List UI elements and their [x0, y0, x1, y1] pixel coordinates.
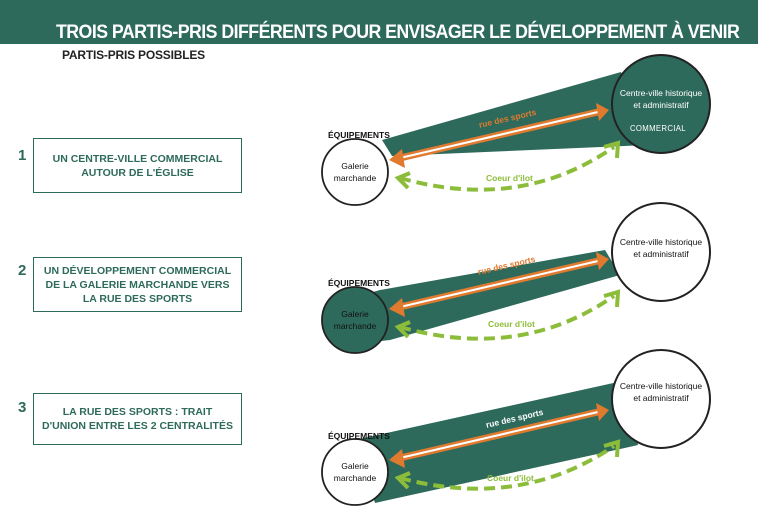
page-title: TROIS PARTIS-PRIS DIFFÉRENTS POUR ENVISA… — [56, 21, 740, 43]
diagram-1-centre-label: Centre-ville historique et administratif — [607, 87, 715, 111]
option-2-number: 2 — [18, 262, 27, 279]
diagram-2-green-arrow — [394, 289, 621, 341]
diagram-1-funnel — [382, 72, 648, 156]
header-bar — [0, 0, 758, 44]
option-3-box: LA RUE DES SPORTS : TRAIT D'UNION ENTRE … — [33, 393, 242, 445]
diagram-3-centre-line-2: et administratif — [633, 393, 689, 403]
diagram-3-equipements-label: ÉQUIPEMENTS — [328, 431, 390, 441]
diagram-3-centre-node — [611, 349, 711, 449]
diagram-1-commercial-label: COMMERCIAL — [630, 124, 686, 133]
diagram-1-centre-line-1: Centre-ville historique — [619, 88, 703, 98]
diagram-1-galerie-line-2: marchande — [333, 173, 377, 183]
diagram-3-green-arrow — [394, 439, 621, 491]
diagram-2-centre-node — [611, 202, 711, 302]
diagram-1-centre-line-2: et administratif — [633, 100, 689, 110]
diagram-2-galerie-node — [321, 286, 389, 354]
diagram-3-centre-line-1: Centre-ville historique — [619, 381, 703, 391]
diagram-3-galerie-label: Galerie marchande — [322, 460, 388, 484]
diagram-3-galerie-line-2: marchande — [333, 473, 377, 483]
option-2-box: UN DÉVELOPPEMENT COMMERCIAL DE LA GALERI… — [33, 257, 242, 312]
option-1-box: UN CENTRE-VILLE COMMERCIAL AUTOUR DE L'É… — [33, 138, 242, 193]
diagram-2-galerie-label: Galerie marchande — [322, 308, 388, 332]
diagram-2-centre-line-1: Centre-ville historique — [619, 237, 703, 247]
diagram-2-centre-line-2: et administratif — [633, 249, 689, 259]
diagram-2-galerie-line-2: marchande — [333, 321, 377, 331]
section-subtitle: PARTIS-PRIS POSSIBLES — [62, 48, 205, 62]
diagram-3-band — [355, 380, 638, 503]
diagram-2-green-arrow-label: Coeur d'ilot — [488, 319, 535, 329]
option-1-line-1: UN CENTRE-VILLE COMMERCIAL — [52, 152, 223, 165]
diagram-1-centre-node — [611, 54, 711, 154]
diagram-1-orange-arrow — [389, 103, 609, 168]
option-3-line-2: D'UNION ENTRE LES 2 CENTRALITÉS — [42, 420, 233, 432]
diagram-1-green-arrow — [394, 140, 621, 192]
option-2-line-2: DE LA GALERIE MARCHANDE VERS — [45, 278, 230, 291]
option-3-line-1: LA RUE DES SPORTS : TRAIT — [62, 406, 213, 418]
diagram-2-equipements-label: ÉQUIPEMENTS — [328, 278, 390, 288]
diagram-1-galerie-node — [321, 138, 389, 206]
option-1-line-2: AUTOUR DE L'ÉGLISE — [81, 166, 194, 179]
diagram-2-galerie-line-1: Galerie — [341, 309, 369, 319]
diagram-3-orange-arrow — [389, 403, 609, 468]
diagram-2-orange-arrow — [389, 252, 609, 317]
option-1-number: 1 — [18, 147, 27, 164]
diagram-3-green-arrow-label: Coeur d'ilot — [487, 473, 534, 483]
diagram-3-centre-label: Centre-ville historique et administratif — [607, 380, 715, 404]
diagram-1-galerie-label: Galerie marchande — [322, 160, 388, 184]
diagram-3-galerie-line-1: Galerie — [341, 461, 369, 471]
diagram-1-equipements-label: ÉQUIPEMENTS — [328, 130, 390, 140]
option-2-line-1: UN DÉVELOPPEMENT COMMERCIAL — [43, 264, 232, 277]
diagram-1-galerie-line-1: Galerie — [341, 161, 369, 171]
diagram-1-green-arrow-label: Coeur d'ilot — [486, 173, 533, 183]
diagram-2-centre-label: Centre-ville historique et administratif — [607, 236, 715, 260]
option-3-number: 3 — [18, 399, 27, 416]
diagram-3-galerie-node — [321, 438, 389, 506]
option-2-line-3: LA RUE DES SPORTS — [82, 292, 193, 305]
